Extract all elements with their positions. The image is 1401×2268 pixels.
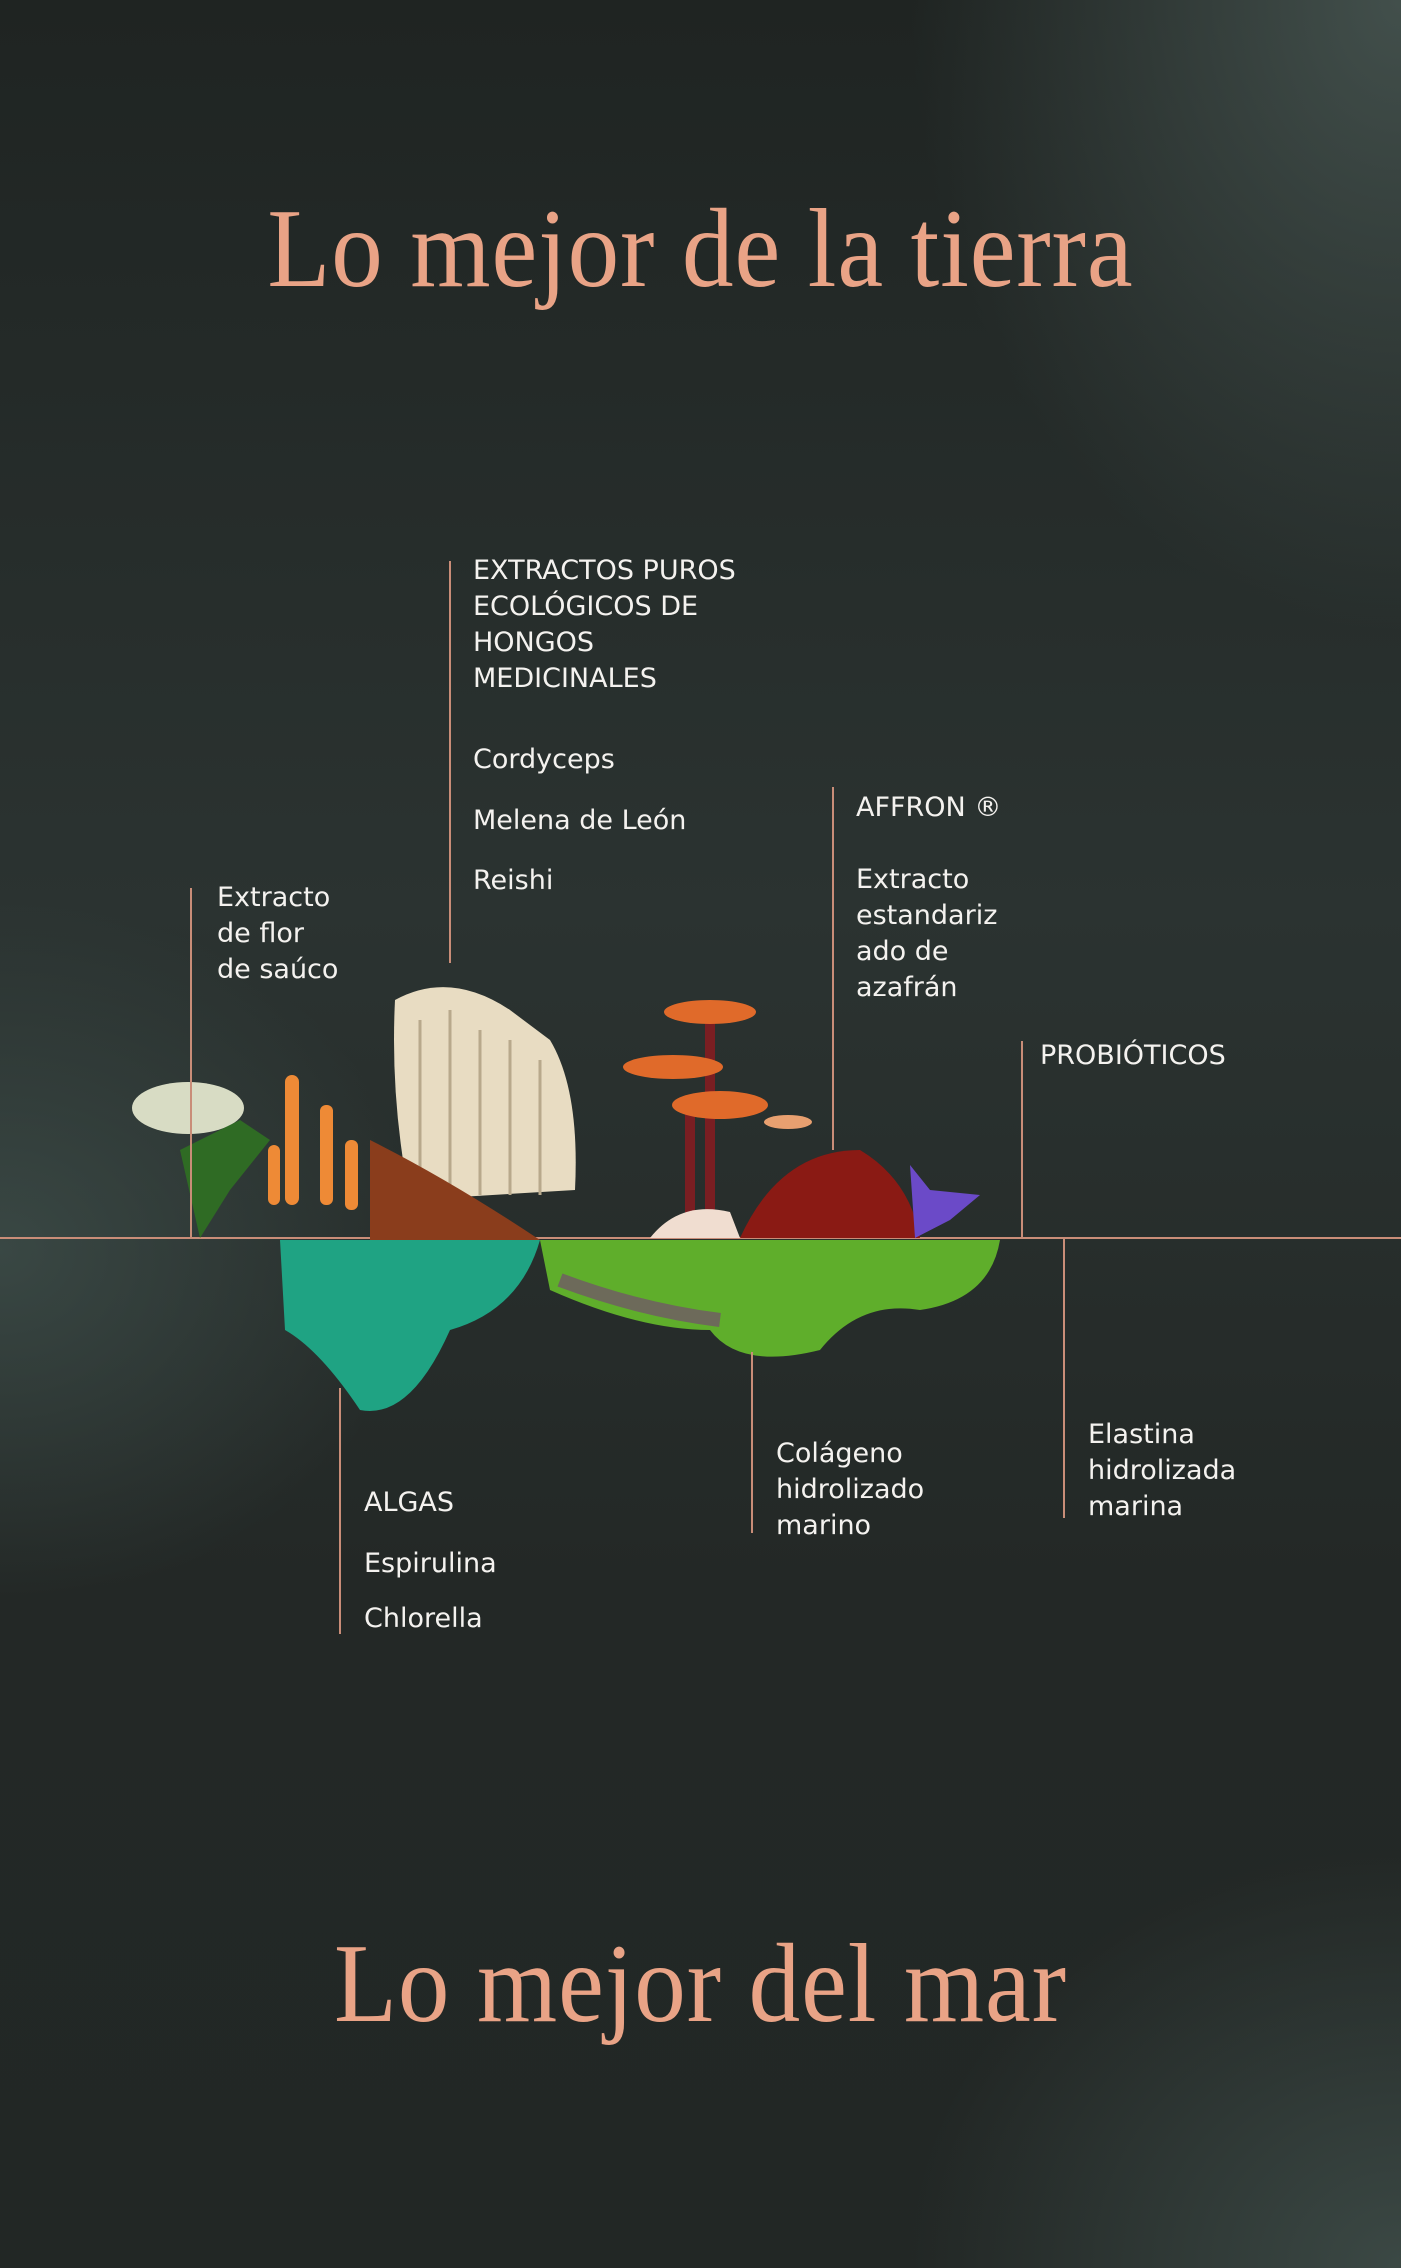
- algas-heading: ALGAS: [364, 1487, 455, 1518]
- sauco-text: de saúco: [217, 954, 339, 985]
- affron-heading: AFFRON ®: [856, 792, 1002, 823]
- elastina-text: hidrolizada: [1088, 1455, 1237, 1486]
- bark-icon: [370, 1140, 540, 1240]
- ingredients-illustration: [132, 987, 1000, 1411]
- algas-item: Espirulina: [364, 1548, 497, 1579]
- sauco-label: Extracto de flor de saúco: [217, 880, 338, 988]
- colageno-line: [751, 1352, 753, 1533]
- collagen-icon: [650, 1209, 740, 1238]
- colageno-text: hidrolizado: [776, 1474, 925, 1505]
- title-sea: Lo mejor del mar: [334, 1922, 1067, 2046]
- spirulina-icon: [280, 1240, 540, 1411]
- hongos-heading: EXTRACTOS PUROS: [473, 555, 736, 586]
- hongos-item: Reishi: [473, 865, 554, 896]
- affron-label: AFFRON ® Extracto estandariz ado de azaf…: [856, 790, 1001, 1006]
- hongos-item: Melena de León: [473, 805, 687, 836]
- probioticos-label: PROBIÓTICOS: [1040, 1040, 1226, 1071]
- elderflower-icon: [132, 1082, 270, 1238]
- hongos-heading: HONGOS: [473, 627, 595, 658]
- algas-line: [339, 1388, 341, 1634]
- moss-icon: [540, 1240, 1000, 1357]
- elastina-label: Elastina hidrolizada marina: [1088, 1417, 1236, 1525]
- algas-label: ALGAS Espirulina Chlorella: [364, 1485, 497, 1637]
- title-earth: Lo mejor de la tierra: [267, 187, 1134, 311]
- elastina-line: [1063, 1238, 1065, 1518]
- colageno-text: Colágeno: [776, 1438, 903, 1469]
- affron-desc: azafrán: [856, 972, 958, 1003]
- algas-item: Chlorella: [364, 1603, 483, 1634]
- saffron-powder-icon: [740, 1150, 920, 1238]
- colageno-label: Colágeno hidrolizado marino: [776, 1436, 924, 1544]
- sauco-text: Extracto: [217, 882, 331, 913]
- crocus-icon: [910, 1165, 980, 1238]
- elastina-text: Elastina: [1088, 1419, 1195, 1450]
- sauco-line: [190, 888, 192, 1238]
- affron-desc: ado de: [856, 936, 949, 967]
- colageno-text: marino: [776, 1510, 872, 1541]
- cordyceps-icon: [268, 1075, 358, 1210]
- hongos-heading: ECOLÓGICOS DE: [473, 591, 699, 622]
- reishi-icon: [623, 1000, 812, 1230]
- affron-line: [832, 787, 834, 1150]
- affron-desc: estandariz: [856, 900, 998, 931]
- affron-desc: Extracto: [856, 864, 970, 895]
- hongos-line: [449, 561, 451, 963]
- elastina-text: marina: [1088, 1491, 1184, 1522]
- sauco-text: de flor: [217, 918, 304, 949]
- hongos-label: EXTRACTOS PUROS ECOLÓGICOS DE HONGOS MED…: [473, 553, 736, 899]
- hongos-heading: MEDICINALES: [473, 663, 657, 694]
- hongos-item: Cordyceps: [473, 744, 615, 775]
- probioticos-line: [1021, 1041, 1023, 1238]
- lions-mane-icon: [394, 987, 576, 1200]
